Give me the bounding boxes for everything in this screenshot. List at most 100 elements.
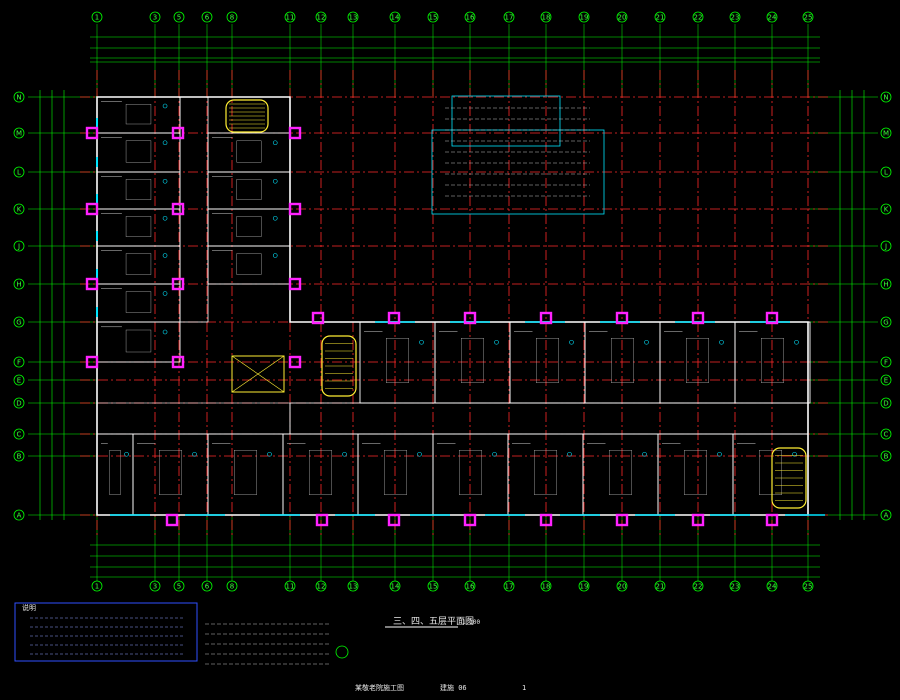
axis-bubble-left-circle: [13, 203, 25, 215]
toilet-fixture: [272, 253, 278, 258]
bed-outline: [109, 450, 121, 495]
axis-bubble-right-circle: [880, 374, 892, 386]
column: [691, 311, 705, 325]
axis-bubble-bottom-circle: [149, 580, 161, 592]
toilet-fixture: [162, 291, 168, 296]
title-block-page: 1: [522, 684, 526, 692]
axis-bubble-bottom-label: 12: [317, 583, 326, 591]
bed-outline: [236, 216, 262, 237]
axis-bubble-bottom-circle: [284, 580, 296, 592]
axis-bubble-right-label: J: [884, 243, 887, 251]
axis-bubble-left-circle: [13, 450, 25, 462]
bed-outline: [125, 103, 152, 125]
axis-bubble-top-circle: [226, 11, 238, 23]
axis-bubble-right-label: K: [884, 206, 889, 214]
bed-outline: [759, 450, 782, 495]
bed-outline: [386, 338, 409, 383]
notes-heading: 说明: [22, 603, 36, 612]
axis-bubble-bottom-circle: [654, 580, 666, 592]
axis-bubble-top-circle: [654, 11, 666, 23]
axis-bubble-right-circle: [880, 356, 892, 368]
bed-outline: [686, 338, 709, 383]
axis-bubble-top-circle: [201, 11, 213, 23]
toilet-fixture: [792, 451, 797, 457]
axis-bubble-bottom-circle: [315, 580, 327, 592]
axis-bubble-right-label: N: [883, 94, 888, 102]
column: [288, 277, 302, 291]
column: [171, 202, 185, 216]
axis-bubble-right-circle: [880, 397, 892, 409]
bed-outline: [684, 450, 707, 495]
axis-bubble-top-label: 22: [694, 14, 703, 22]
column: [311, 311, 325, 325]
column: [539, 513, 553, 527]
axis-bubble-bottom-label: 21: [656, 583, 665, 591]
axis-bubble-left-circle: [13, 91, 25, 103]
axis-bubble-right-label: G: [883, 319, 888, 327]
column: [463, 311, 477, 325]
axis-bubble-top-label: 5: [177, 14, 181, 22]
axis-bubble-top-circle: [347, 11, 359, 23]
axis-bubble-bottom-label: 23: [731, 583, 740, 591]
axis-bubble-left-circle: [13, 240, 25, 252]
bed-outline: [461, 338, 484, 383]
axis-bubble-top-circle: [464, 11, 476, 23]
axis-bubble-left-circle: [13, 356, 25, 368]
axis-bubble-bottom-circle: [201, 580, 213, 592]
elevator-cross: [231, 355, 285, 393]
axis-bubble-bottom-label: 1: [95, 583, 99, 591]
bed-outline: [459, 450, 482, 495]
bed-outline: [309, 450, 332, 495]
column: [315, 513, 329, 527]
axis-bubble-bottom-label: 14: [391, 583, 400, 591]
stair-well: [225, 99, 269, 133]
stair-well: [771, 447, 807, 509]
axis-bubble-left-label: A: [17, 512, 22, 520]
axis-bubble-left-label: H: [16, 281, 21, 289]
axis-bubble-top-circle: [540, 11, 552, 23]
toilet-fixture: [162, 178, 168, 184]
axis-bubble-top-circle: [616, 11, 628, 23]
axis-bubble-bottom-label: 13: [349, 583, 358, 591]
axis-bubble-bottom-circle: [578, 580, 590, 592]
axis-bubble-top-label: 12: [317, 14, 326, 22]
note-box-upper: [451, 95, 561, 147]
bed-outline: [384, 450, 407, 495]
toilet-fixture: [162, 253, 168, 258]
toilet-fixture: [794, 339, 799, 345]
bed-outline: [536, 338, 559, 383]
toilet-fixture: [717, 451, 722, 457]
axis-bubble-top-circle: [802, 11, 814, 23]
column: [171, 277, 185, 291]
axis-bubble-right-label: E: [884, 377, 888, 385]
axis-bubble-top-circle: [578, 11, 590, 23]
axis-bubble-right-label: B: [884, 453, 889, 461]
toilet-fixture: [719, 339, 724, 345]
axis-bubble-left-circle: [13, 316, 25, 328]
axis-bubble-right-label: D: [883, 400, 888, 408]
toilet-fixture: [342, 451, 347, 457]
bed-outline: [611, 338, 634, 383]
axis-bubble-bottom-label: 11: [286, 583, 295, 591]
axis-bubble-top-circle: [389, 11, 401, 23]
axis-bubble-top-label: 20: [618, 14, 627, 22]
column: [85, 202, 99, 216]
axis-bubble-bottom-label: 25: [804, 583, 813, 591]
axis-bubble-right-circle: [880, 509, 892, 521]
toilet-fixture: [567, 451, 572, 457]
axis-bubble-left-circle: [13, 428, 25, 440]
axis-bubble-right-label: L: [884, 169, 888, 177]
axis-bubble-left-circle: [13, 127, 25, 139]
toilet-fixture: [162, 140, 168, 146]
axis-bubble-bottom-label: 19: [580, 583, 589, 591]
bed-outline: [125, 140, 152, 163]
column: [387, 311, 401, 325]
column: [171, 126, 185, 140]
toilet-fixture: [162, 103, 168, 109]
axis-bubble-top-label: 18: [542, 14, 551, 22]
stair-well: [321, 335, 357, 397]
column: [288, 202, 302, 216]
toilet-fixture: [267, 451, 272, 457]
bed-outline: [236, 253, 262, 275]
axis-bubble-bottom-circle: [464, 580, 476, 592]
